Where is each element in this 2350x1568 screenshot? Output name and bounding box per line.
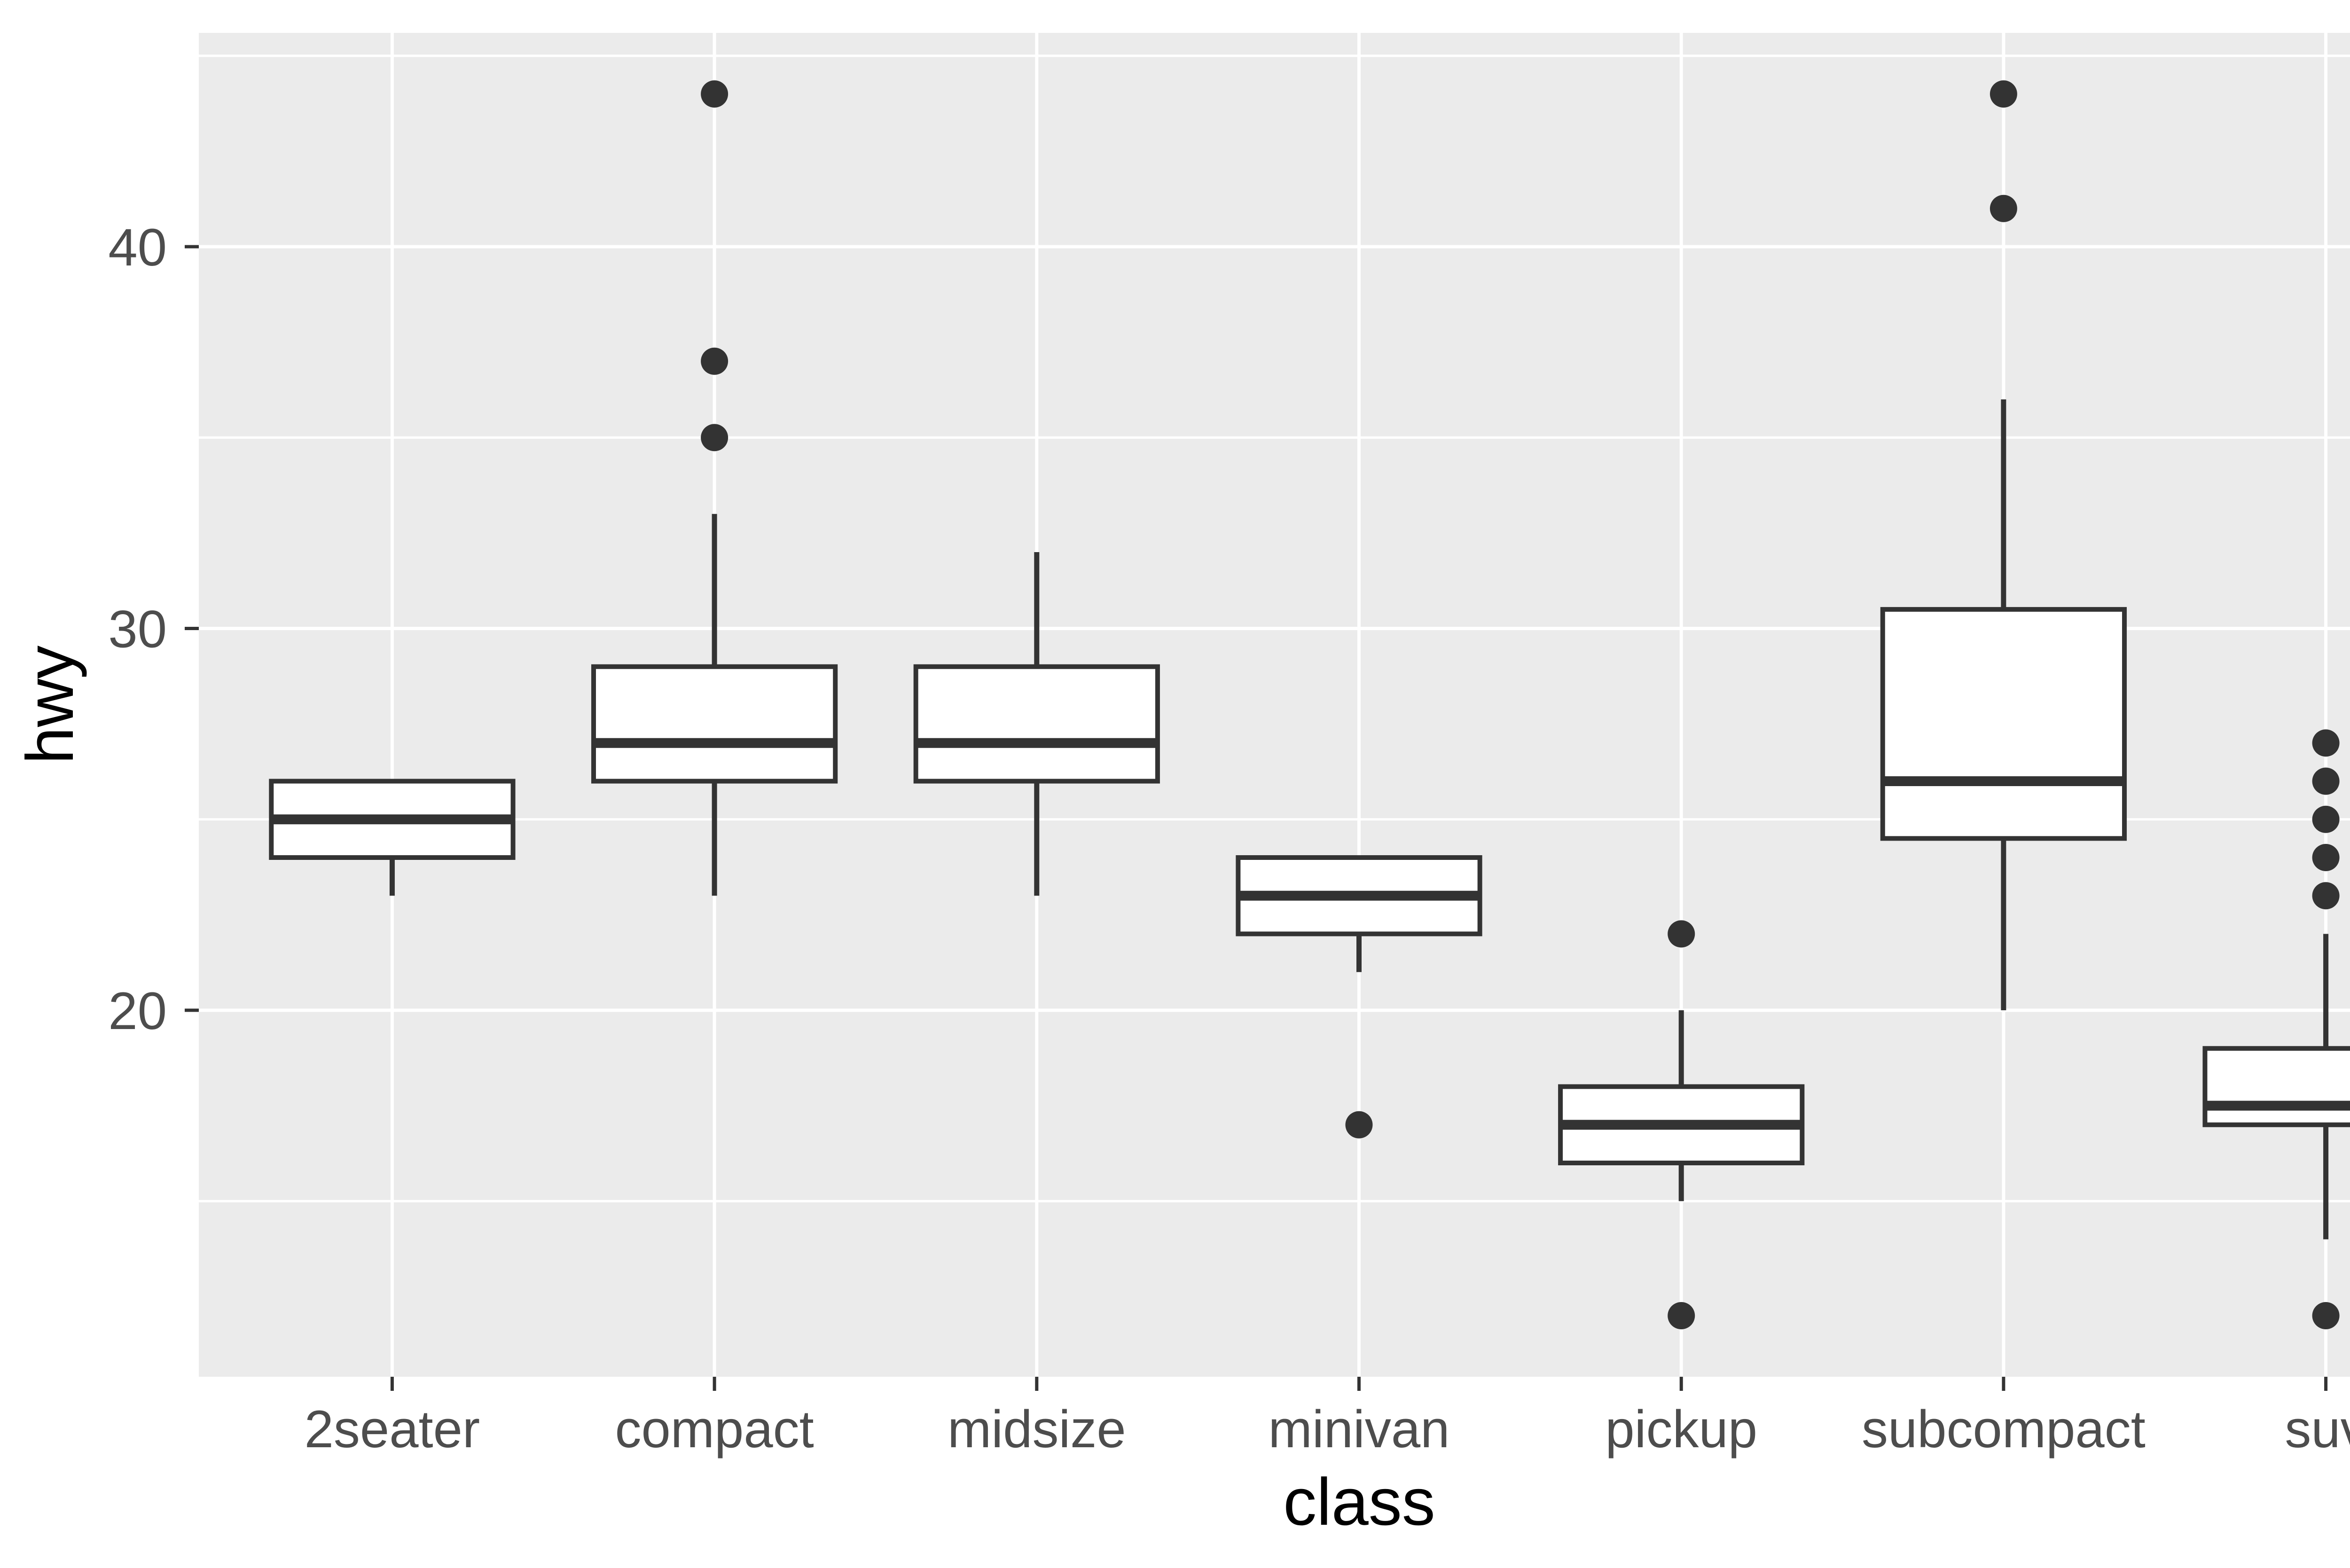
box-compact	[591, 664, 838, 784]
box-suv	[2202, 1046, 2350, 1127]
box-midsize	[913, 664, 1160, 784]
axes-layer: 20 30 40 2seater compact midsize minivan pickup…	[108, 218, 2350, 1459]
outlier-dot-compact-37	[701, 347, 728, 375]
y-axis-title: hwy	[13, 646, 87, 764]
outlier-dot-subcompact-44	[1990, 80, 2017, 108]
box-subcompact	[1880, 607, 2127, 841]
x-tick-label-subcompact: subcompact	[1862, 1400, 2146, 1459]
y-tick-label-30: 30	[108, 600, 167, 659]
y-tick-label-40: 40	[108, 218, 167, 277]
outlier-dot-suv-12	[2312, 1302, 2340, 1329]
outlier-dot-suv-23	[2312, 882, 2340, 910]
x-tick-label-suv: suv	[2285, 1400, 2350, 1459]
outlier-dot-pickup-22	[1668, 920, 1695, 948]
outlier-dot-suv-24	[2312, 844, 2340, 871]
outlier-dot-compact-44	[701, 80, 728, 108]
outlier-dot-compact-35	[701, 424, 728, 452]
x-tick-label-pickup: pickup	[1605, 1400, 1757, 1459]
outlier-dot-minivan-17	[1345, 1111, 1373, 1139]
x-tick-label-compact: compact	[615, 1400, 814, 1459]
x-axis-title: class	[1283, 1465, 1435, 1539]
y-tick-label-20: 20	[108, 982, 167, 1040]
outlier-dot-suv-27	[2312, 729, 2340, 757]
outlier-dot-suv-25	[2312, 805, 2340, 833]
x-tick-label-2seater: 2seater	[305, 1400, 480, 1459]
outlier-dot-pickup-12	[1668, 1302, 1695, 1329]
outlier-dot-subcompact-41	[1990, 195, 2017, 222]
x-tick-label-minivan: minivan	[1269, 1400, 1450, 1459]
x-tick-label-midsize: midsize	[948, 1400, 1126, 1459]
outlier-dot-suv-26	[2312, 767, 2340, 795]
boxes-layer	[269, 80, 2350, 1329]
